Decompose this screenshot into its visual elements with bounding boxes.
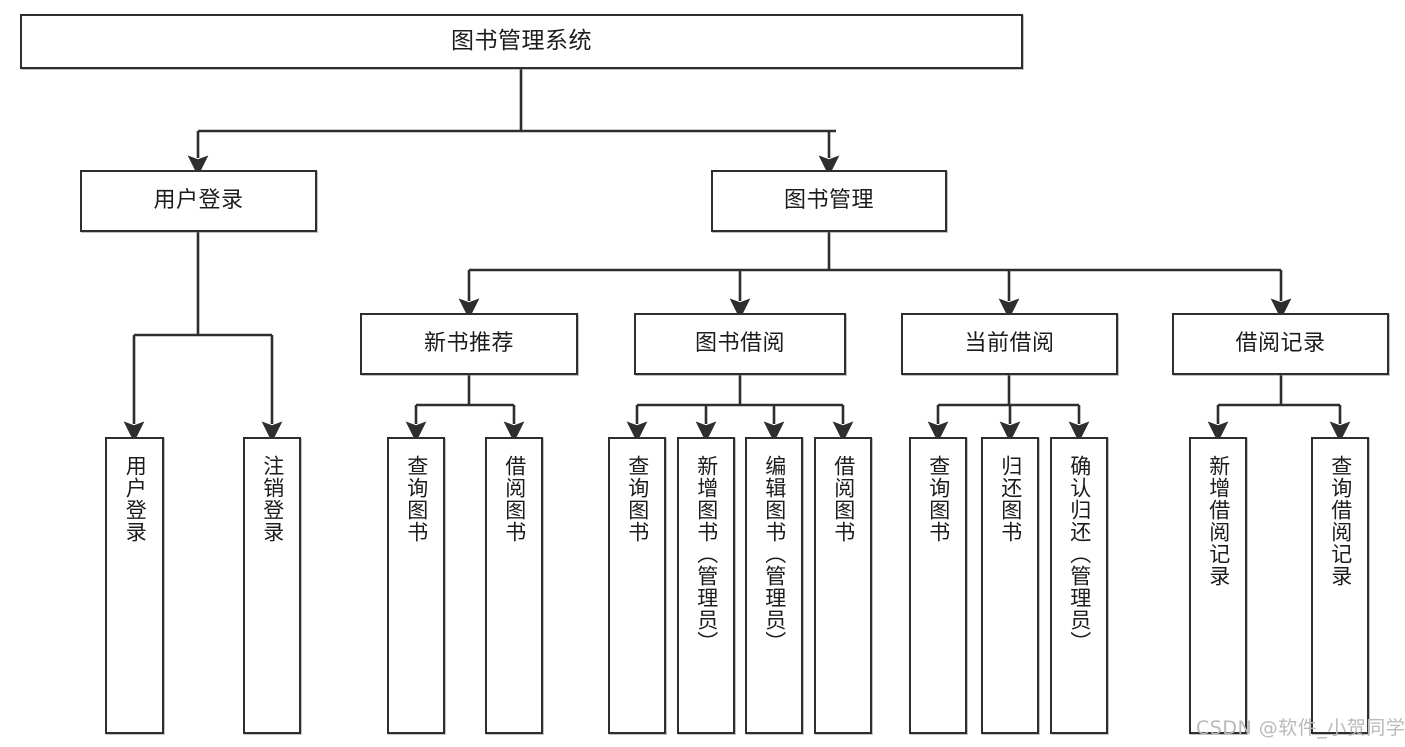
node-leaf-query-book-2[interactable]: 查询图书 xyxy=(608,437,666,734)
node-current-borrow-label: 当前借阅 xyxy=(964,331,1055,357)
node-leaf-add-book-label: 新增图书（管理员） xyxy=(694,455,719,653)
node-leaf-query-book-3-label: 查询图书 xyxy=(926,455,951,543)
node-leaf-query-record-label: 查询借阅记录 xyxy=(1328,455,1353,587)
node-user-login-label: 用户登录 xyxy=(153,188,244,214)
node-leaf-return-book-label: 归还图书 xyxy=(998,455,1023,543)
node-leaf-query-book-3[interactable]: 查询图书 xyxy=(909,437,967,734)
node-borrow-record[interactable]: 借阅记录 xyxy=(1172,313,1389,375)
node-leaf-logout-label: 注销登录 xyxy=(260,455,285,543)
node-leaf-add-record-label: 新增借阅记录 xyxy=(1206,455,1231,587)
node-leaf-query-book-1[interactable]: 查询图书 xyxy=(387,437,445,734)
node-leaf-add-book[interactable]: 新增图书（管理员） xyxy=(677,437,735,734)
node-leaf-user-login-label: 用户登录 xyxy=(123,455,148,543)
node-book-manage[interactable]: 图书管理 xyxy=(711,170,947,232)
node-leaf-confirm-return[interactable]: 确认归还（管理员） xyxy=(1050,437,1108,734)
node-new-book-rec-label: 新书推荐 xyxy=(423,331,514,357)
node-user-login[interactable]: 用户登录 xyxy=(80,170,317,232)
node-leaf-borrow-book-2-label: 借阅图书 xyxy=(831,455,856,543)
node-current-borrow[interactable]: 当前借阅 xyxy=(901,313,1118,375)
node-leaf-borrow-book-1-label: 借阅图书 xyxy=(502,455,527,543)
node-leaf-edit-book-label: 编辑图书（管理员） xyxy=(762,455,787,653)
node-new-book-rec[interactable]: 新书推荐 xyxy=(360,313,578,375)
csdn-watermark: CSDN @软件_小贺同学 xyxy=(1196,717,1405,739)
node-leaf-borrow-book-2[interactable]: 借阅图书 xyxy=(814,437,872,734)
node-book-borrow-label: 图书借阅 xyxy=(694,331,785,357)
node-leaf-add-record[interactable]: 新增借阅记录 xyxy=(1189,437,1247,734)
node-root[interactable]: 图书管理系统 xyxy=(20,14,1023,69)
node-leaf-query-book-2-label: 查询图书 xyxy=(625,455,650,543)
node-leaf-borrow-book-1[interactable]: 借阅图书 xyxy=(485,437,543,734)
node-leaf-user-login[interactable]: 用户登录 xyxy=(105,437,164,734)
node-leaf-confirm-return-label: 确认归还（管理员） xyxy=(1067,455,1092,653)
node-root-label: 图书管理系统 xyxy=(451,27,592,54)
node-leaf-return-book[interactable]: 归还图书 xyxy=(981,437,1039,734)
node-book-manage-label: 图书管理 xyxy=(783,188,874,214)
node-leaf-logout[interactable]: 注销登录 xyxy=(243,437,301,734)
node-leaf-query-book-1-label: 查询图书 xyxy=(404,455,429,543)
node-borrow-record-label: 借阅记录 xyxy=(1235,331,1326,357)
node-leaf-query-record[interactable]: 查询借阅记录 xyxy=(1311,437,1369,734)
node-leaf-edit-book[interactable]: 编辑图书（管理员） xyxy=(745,437,803,734)
node-book-borrow[interactable]: 图书借阅 xyxy=(634,313,846,375)
